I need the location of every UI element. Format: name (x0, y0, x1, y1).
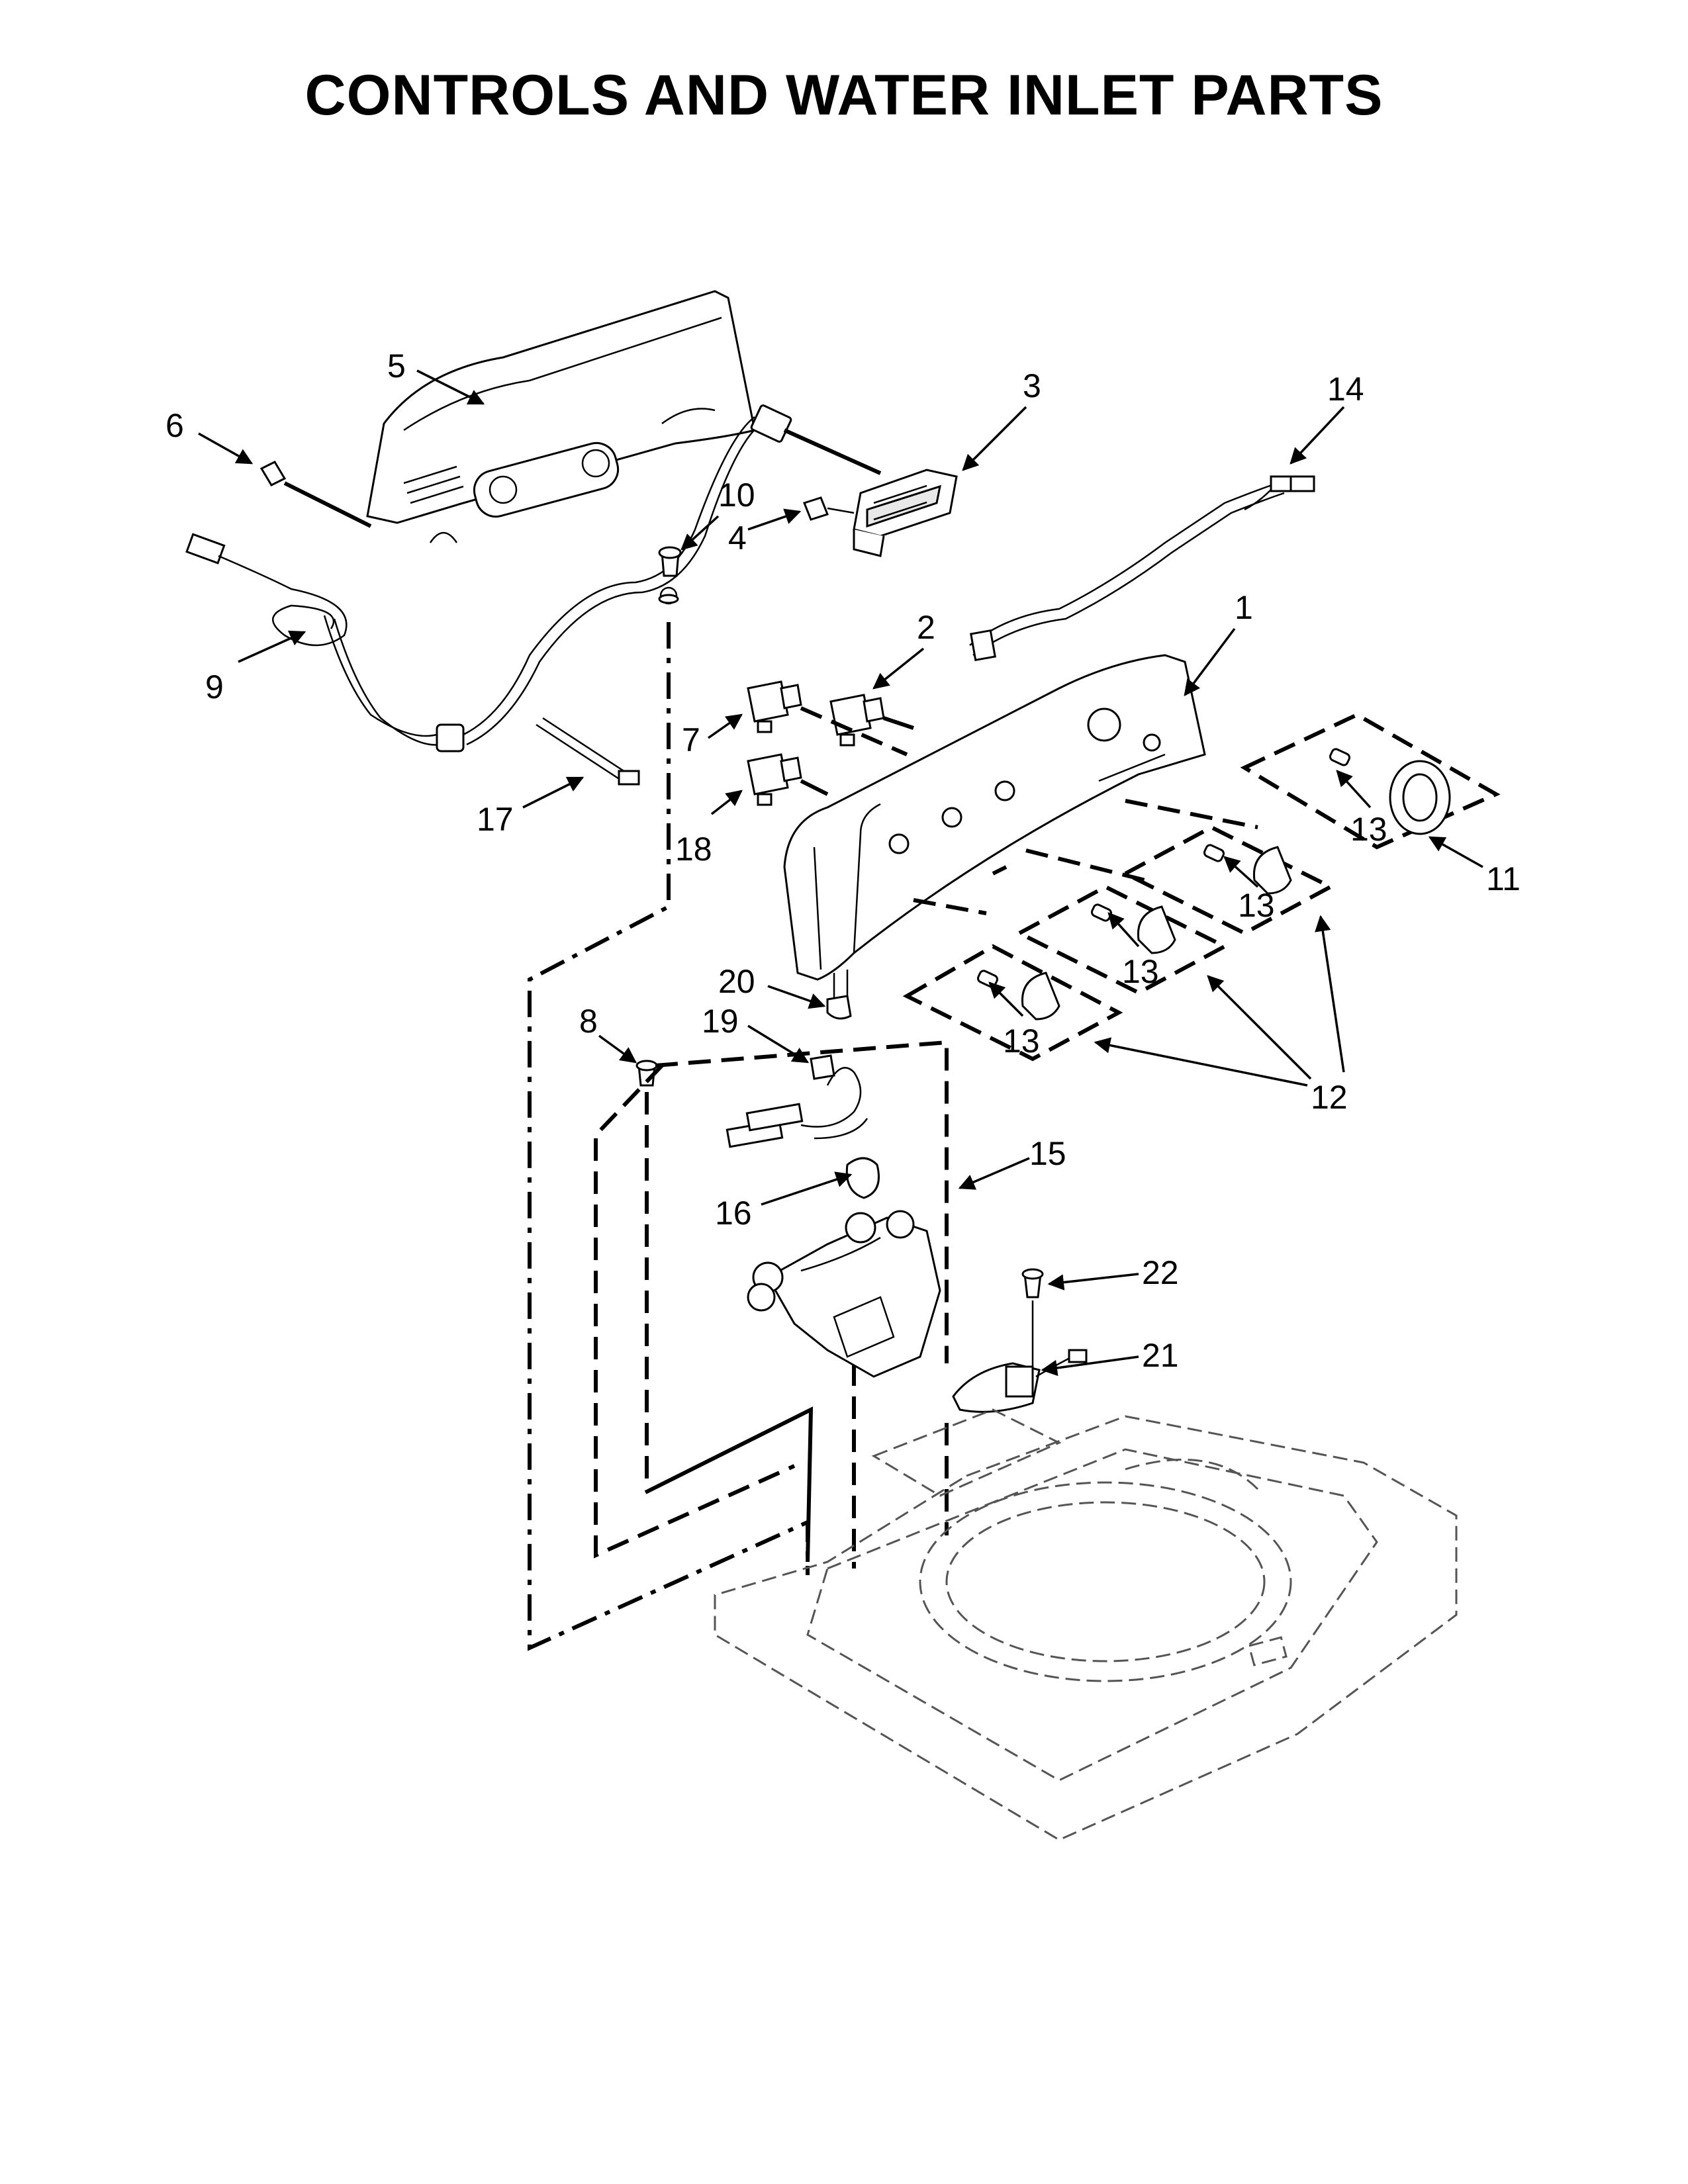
leader-lines (198, 369, 1483, 1377)
callout-13-b: 13 (1238, 887, 1275, 924)
screw-4 (803, 496, 855, 521)
clip-19 (810, 1054, 835, 1080)
washer-top-phantom (714, 1408, 1458, 1841)
callout-1: 1 (1235, 589, 1253, 626)
pressure-switch (952, 1300, 1088, 1413)
control-board (783, 428, 958, 557)
console-rear-panel (366, 290, 756, 543)
page-title: CONTROLS AND WATER INLET PARTS (305, 64, 1383, 127)
screw-22 (1021, 1268, 1044, 1298)
cable-tie (536, 717, 640, 786)
switch-18 (747, 753, 829, 806)
callout-14: 14 (1327, 371, 1364, 408)
screw-6 (259, 461, 372, 528)
callout-9: 9 (205, 668, 224, 705)
callout-21: 21 (1142, 1337, 1179, 1374)
callout-7: 7 (682, 721, 700, 758)
callout-19: 19 (702, 1003, 739, 1040)
callout-8: 8 (579, 1003, 598, 1040)
callout-13-d: 13 (1003, 1023, 1040, 1060)
callout-13-a: 13 (1350, 811, 1387, 848)
callout-10: 10 (718, 477, 755, 514)
callout-3: 3 (1023, 367, 1041, 404)
callout-15: 15 (1029, 1135, 1066, 1172)
knob-group (902, 712, 1501, 1062)
callout-labels: 1 2 3 4 5 6 7 8 9 10 11 12 13 13 13 13 1… (165, 347, 1521, 1374)
callout-12: 12 (1311, 1079, 1348, 1116)
console-front (783, 654, 1206, 1001)
screw-8 (635, 1060, 658, 1489)
callout-16: 16 (715, 1195, 752, 1232)
screw-10 (658, 546, 682, 604)
callout-20: 20 (718, 963, 755, 1000)
callout-13-c: 13 (1122, 953, 1159, 990)
switch-7 (747, 680, 908, 756)
power-cord (185, 404, 792, 752)
callout-18: 18 (675, 831, 712, 868)
water-inlet-valve-assembly (594, 1040, 949, 1569)
callout-2: 2 (917, 609, 935, 646)
callout-22: 22 (1142, 1254, 1179, 1291)
callout-6: 6 (165, 407, 184, 444)
callout-5: 5 (387, 347, 406, 385)
wire-harness (969, 475, 1315, 662)
callout-11: 11 (1486, 860, 1521, 897)
clip-20 (826, 995, 852, 1020)
callout-17: 17 (477, 801, 514, 838)
callout-4: 4 (728, 520, 747, 557)
